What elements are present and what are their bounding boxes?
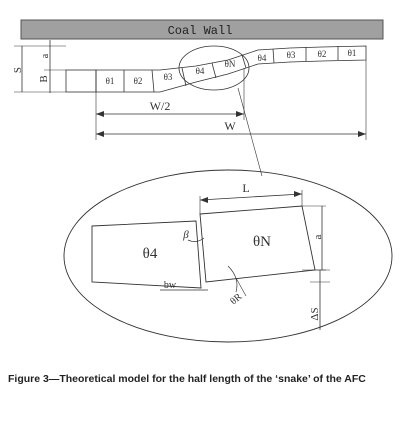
segment-label: θ4 [258,53,267,63]
coal-wall-label: Coal Wall [168,24,233,38]
detail-beta-label: β [182,229,189,241]
dim-label-S: S [12,67,24,73]
detail-theta-r-label: θR [228,291,244,307]
detail-pan-left-label: θ4 [143,246,158,262]
detail-bw-label: bw [164,280,177,291]
segment-label: θ1 [106,76,115,86]
detail-delta-s-label: ΔS [309,307,321,320]
detail-a-label: a [312,234,324,239]
dim-label-B: B [38,75,50,82]
segment-label: θ3 [287,50,296,60]
detail-pan-right-label: θN [253,234,271,250]
detail-ellipse [63,169,393,343]
segment-label: θ2 [318,49,327,59]
segment-label: θ1 [348,48,357,58]
detail-length-label: L [242,181,249,195]
segment-label: θ3 [164,72,173,82]
zoom-ellipse-small [178,45,250,91]
coal-wall [20,19,384,40]
dim-label-w: W [224,119,236,133]
segment-label: θ2 [134,76,143,86]
segment-label: θ4 [196,66,205,76]
figure-caption: Figure 3—Theoretical model for the half … [8,373,366,385]
dim-label-a: a [40,53,51,58]
segment-label: θN [225,59,236,69]
detail-pan-left [91,220,202,289]
dim-label-half-w: W/2 [150,99,171,113]
